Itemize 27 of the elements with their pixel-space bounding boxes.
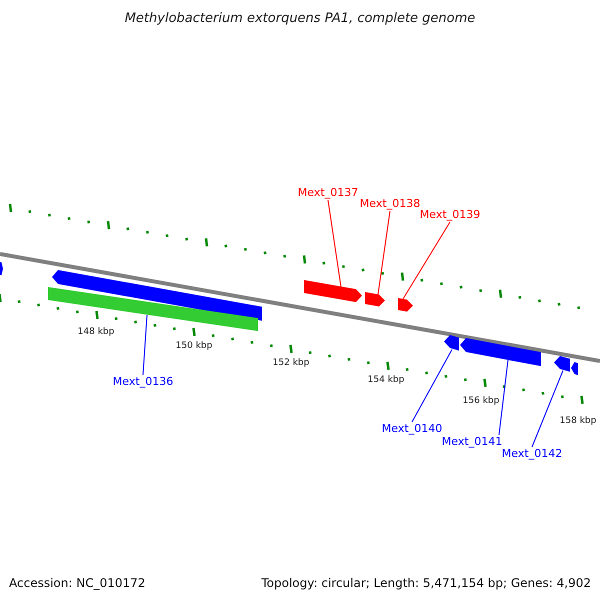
accession-text: Accession: NC_010172 xyxy=(9,575,146,592)
position-label: 150 kbp xyxy=(176,340,212,352)
leader-line xyxy=(498,360,508,436)
leader-line xyxy=(378,210,390,295)
gene-label: Mext_0140 xyxy=(382,422,442,436)
gene-label: Mext_0137 xyxy=(298,186,358,200)
position-label: 158 kbp xyxy=(560,415,596,427)
position-label: 148 kbp xyxy=(78,326,114,338)
gene-label: Mext_0139 xyxy=(420,208,480,222)
gene-label: Mext_0142 xyxy=(502,447,562,461)
position-label: 152 kbp xyxy=(272,357,310,369)
position-label: 156 kbp xyxy=(462,395,500,407)
gene-feature xyxy=(304,280,362,302)
gene-feature xyxy=(398,298,413,312)
leader-line xyxy=(142,314,148,376)
gene-feature xyxy=(365,292,385,306)
leader-line xyxy=(532,370,564,448)
genome-info-text: Topology: circular; Length: 5,471,154 bp; Genes: 4,902 xyxy=(261,575,591,592)
gene-label: Mext_0136 xyxy=(112,375,174,389)
position-label: 154 kbp xyxy=(368,374,404,386)
gene-feature xyxy=(460,338,541,366)
title: Methylobacterium extorquens PA1, complete genome xyxy=(124,10,476,28)
gene-label: Mext_0141 xyxy=(442,435,502,449)
leader-line xyxy=(328,200,342,288)
leader-line xyxy=(412,349,452,422)
leader-line xyxy=(402,222,450,300)
gene-label: Mext_0138 xyxy=(360,197,420,211)
